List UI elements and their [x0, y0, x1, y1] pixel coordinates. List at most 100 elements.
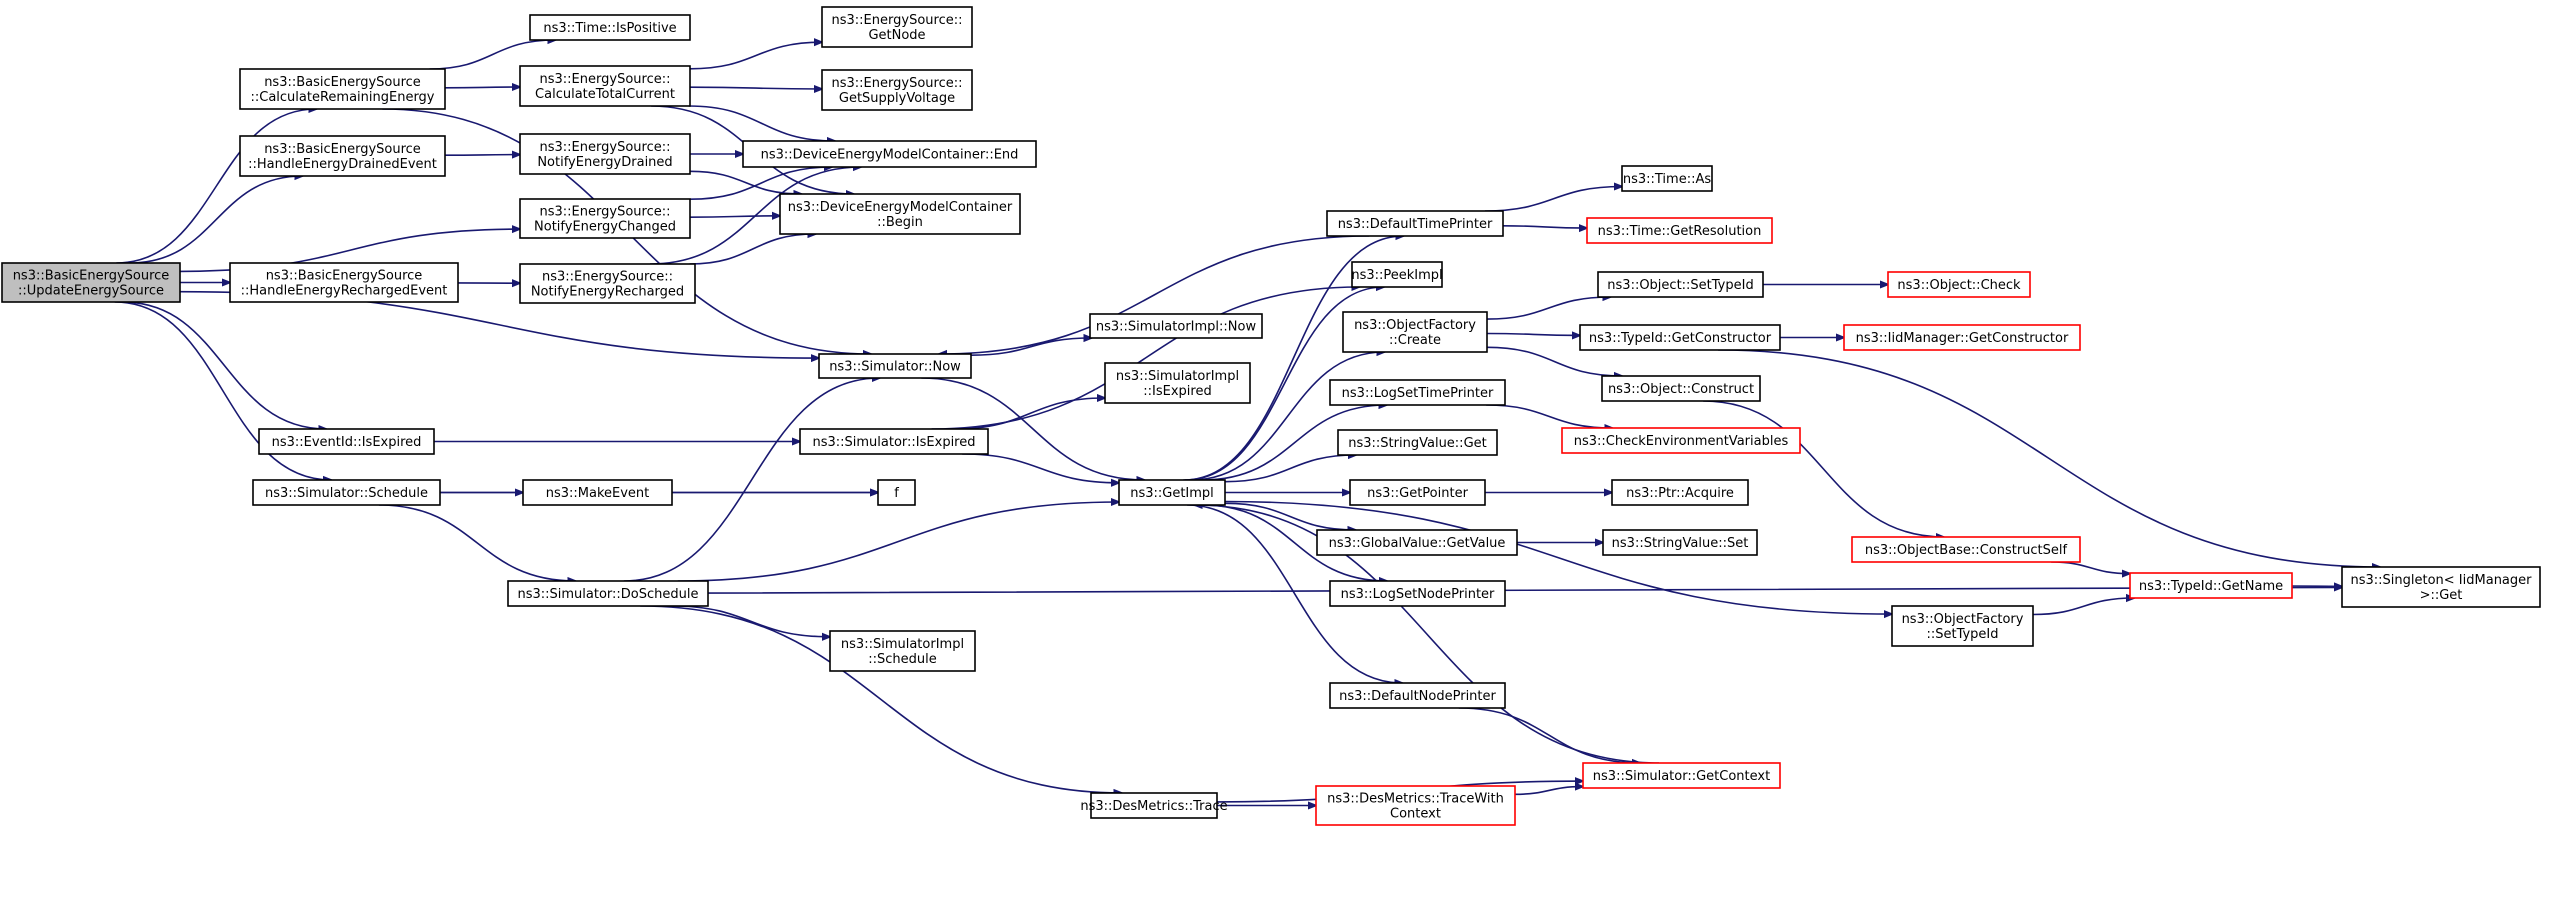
node-simgetctx[interactable]: ns3::Simulator::GetContext	[1582, 762, 1781, 789]
node-box[interactable]	[821, 6, 973, 48]
node-box[interactable]	[1611, 479, 1749, 506]
node-dmcbegin[interactable]: ns3::DeviceEnergyModelContainer::Begin	[779, 193, 1021, 235]
node-handlerech[interactable]: ns3::BasicEnergySource::HandleEnergyRech…	[229, 262, 459, 303]
node-implisexp[interactable]: ns3::SimulatorImpl::IsExpired	[1104, 362, 1251, 404]
node-update[interactable]: ns3::BasicEnergySource::UpdateEnergySour…	[1, 262, 181, 303]
node-handledrain[interactable]: ns3::BasicEnergySource::HandleEnergyDrai…	[239, 135, 446, 177]
node-timepos[interactable]: ns3::Time::IsPositive	[529, 14, 691, 41]
node-box[interactable]	[1104, 362, 1251, 404]
node-box[interactable]	[1621, 165, 1713, 192]
node-simsched[interactable]: ns3::Simulator::Schedule	[252, 479, 441, 506]
node-box[interactable]	[1851, 536, 2081, 563]
node-box[interactable]	[507, 580, 709, 607]
node-timegetres[interactable]: ns3::Time::GetResolution	[1586, 217, 1773, 244]
node-destrace[interactable]: ns3::DesMetrics::Trace	[1080, 792, 1228, 819]
node-dosched[interactable]: ns3::Simulator::DoSchedule	[507, 580, 709, 607]
node-box[interactable]	[1887, 271, 2031, 298]
node-box[interactable]	[1349, 479, 1486, 506]
node-tidgetctor[interactable]: ns3::TypeId::GetConstructor	[1579, 324, 1781, 351]
node-box[interactable]	[1090, 792, 1218, 819]
node-box[interactable]	[252, 479, 441, 506]
node-box[interactable]	[1582, 762, 1781, 789]
node-obconstructself[interactable]: ns3::ObjectBase::ConstructSelf	[1851, 536, 2081, 563]
node-notrech[interactable]: ns3::EnergySource::NotifyEnergyRecharged	[519, 263, 696, 304]
node-box[interactable]	[1843, 324, 2081, 351]
node-dmcend[interactable]: ns3::DeviceEnergyModelContainer::End	[742, 140, 1037, 168]
node-deftp[interactable]: ns3::DefaultTimePrinter	[1326, 210, 1504, 237]
node-objsettid[interactable]: ns3::Object::SetTypeId	[1597, 271, 1764, 298]
node-box[interactable]	[529, 14, 691, 41]
node-strvalget[interactable]: ns3::StringValue::Get	[1337, 429, 1498, 456]
node-getimpl[interactable]: ns3::GetImpl	[1118, 479, 1226, 506]
node-calcrem[interactable]: ns3::BasicEnergySource::CalculateRemaini…	[239, 68, 446, 110]
node-f[interactable]: f	[877, 479, 916, 506]
node-ofcreate[interactable]: ns3::ObjectFactory::Create	[1342, 311, 1488, 353]
node-box[interactable]	[239, 135, 446, 177]
node-box[interactable]	[1561, 427, 1801, 454]
node-objconstruct[interactable]: ns3::Object::Construct	[1601, 375, 1761, 402]
node-simisexp[interactable]: ns3::Simulator::IsExpired	[799, 428, 989, 455]
node-checkenv[interactable]: ns3::CheckEnvironmentVariables	[1561, 427, 1801, 454]
node-box[interactable]	[1337, 429, 1498, 456]
node-box[interactable]	[2341, 566, 2541, 608]
node-box[interactable]	[1597, 271, 1764, 298]
node-implsched[interactable]: ns3::SimulatorImpl::Schedule	[829, 630, 976, 672]
node-eventexp[interactable]: ns3::EventId::IsExpired	[258, 428, 435, 455]
node-getvolt[interactable]: ns3::EnergySource::GetSupplyVoltage	[821, 69, 973, 111]
node-tidgetname[interactable]: ns3::TypeId::GetName	[2129, 572, 2293, 599]
node-box[interactable]	[877, 479, 916, 506]
node-box[interactable]	[818, 353, 972, 379]
node-box[interactable]	[1351, 261, 1443, 288]
node-box[interactable]	[522, 479, 673, 506]
node-box[interactable]	[519, 198, 691, 239]
node-simnow[interactable]: ns3::Simulator::Now	[818, 353, 972, 379]
node-timeas[interactable]: ns3::Time::As	[1621, 165, 1713, 192]
node-box[interactable]	[519, 133, 691, 175]
node-makeevent[interactable]: ns3::MakeEvent	[522, 479, 673, 506]
node-box[interactable]	[1342, 311, 1488, 353]
node-box[interactable]	[1601, 375, 1761, 402]
node-notchg[interactable]: ns3::EnergySource::NotifyEnergyChanged	[519, 198, 691, 239]
node-calctot[interactable]: ns3::EnergySource::CalculateTotalCurrent	[519, 65, 691, 107]
node-box[interactable]	[1315, 785, 1516, 826]
node-box[interactable]	[1579, 324, 1781, 351]
node-ptracq[interactable]: ns3::Ptr::Acquire	[1611, 479, 1749, 506]
node-implnow[interactable]: ns3::SimulatorImpl::Now	[1089, 313, 1263, 339]
node-box[interactable]	[258, 428, 435, 455]
node-box[interactable]	[1316, 529, 1518, 556]
node-box[interactable]	[519, 65, 691, 107]
node-singleton[interactable]: ns3::Singleton< IidManager >::Get	[2341, 566, 2541, 608]
node-box[interactable]	[2129, 572, 2293, 599]
node-iidmgrctor[interactable]: ns3::IidManager::GetConstructor	[1843, 324, 2081, 351]
node-box[interactable]	[779, 193, 1021, 235]
node-box[interactable]	[1602, 529, 1758, 556]
node-strvalset[interactable]: ns3::StringValue::Set	[1602, 529, 1758, 556]
node-getptr[interactable]: ns3::GetPointer	[1349, 479, 1486, 506]
node-box[interactable]	[1891, 605, 2034, 647]
node-box[interactable]	[1329, 682, 1506, 709]
node-box[interactable]	[519, 263, 696, 304]
node-box[interactable]	[1118, 479, 1226, 506]
node-box[interactable]	[742, 140, 1037, 168]
node-box[interactable]	[239, 68, 446, 110]
node-gvgetval[interactable]: ns3::GlobalValue::GetValue	[1316, 529, 1518, 556]
node-ofsettid[interactable]: ns3::ObjectFactory::SetTypeId	[1891, 605, 2034, 647]
node-box[interactable]	[1, 262, 181, 303]
node-objcheck[interactable]: ns3::Object::Check	[1887, 271, 2031, 298]
node-notdrain[interactable]: ns3::EnergySource::NotifyEnergyDrained	[519, 133, 691, 175]
node-logsettp[interactable]: ns3::LogSetTimePrinter	[1329, 379, 1506, 406]
node-box[interactable]	[1329, 379, 1506, 406]
node-box[interactable]	[229, 262, 459, 303]
node-box[interactable]	[821, 69, 973, 111]
node-defnp[interactable]: ns3::DefaultNodePrinter	[1329, 682, 1506, 709]
node-box[interactable]	[1326, 210, 1504, 237]
node-box[interactable]	[1329, 580, 1506, 607]
node-getnode[interactable]: ns3::EnergySource::GetNode	[821, 6, 973, 48]
node-box[interactable]	[799, 428, 989, 455]
node-peekimpl[interactable]: ns3::PeekImpl	[1351, 261, 1443, 288]
node-box[interactable]	[1586, 217, 1773, 244]
node-logsetnp[interactable]: ns3::LogSetNodePrinter	[1329, 580, 1506, 607]
node-box[interactable]	[829, 630, 976, 672]
node-box[interactable]	[1089, 313, 1263, 339]
